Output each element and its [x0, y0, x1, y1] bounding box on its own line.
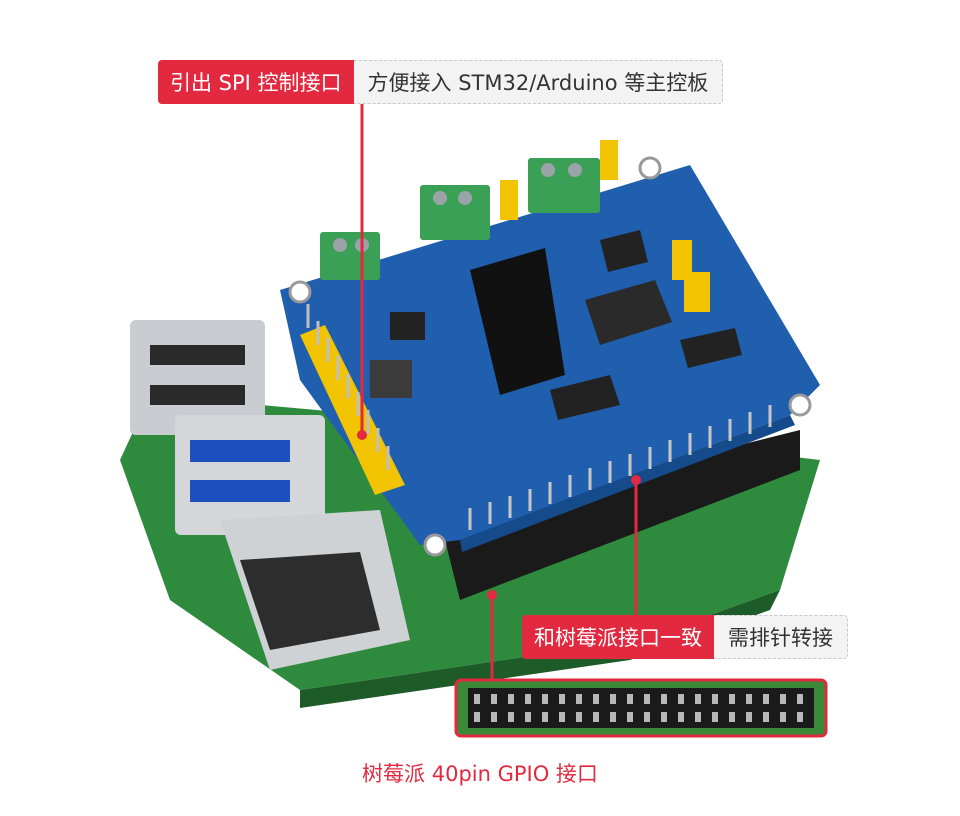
spi-callout: 引出 SPI 控制接口 方便接入 STM32/Arduino 等主控板 [158, 60, 724, 104]
spi-callout-note: 方便接入 STM32/Arduino 等主控板 [353, 60, 724, 104]
ethernet-port [220, 510, 410, 670]
gpio-callout-note: 需排针转接 [714, 615, 848, 659]
stacking-header [440, 430, 800, 600]
gpio-inset-photo [454, 678, 828, 738]
gpio-callout: 和树莓派接口一致 需排针转接 [522, 615, 848, 659]
leader-lines [357, 104, 641, 680]
usb-ports [130, 320, 325, 535]
screw-terminals [320, 158, 600, 280]
gpio-pins [468, 405, 772, 530]
chips [370, 230, 742, 420]
spi-header [300, 304, 405, 495]
gpio-callout-label: 和树莓派接口一致 [522, 615, 714, 659]
spi-callout-label: 引出 SPI 控制接口 [158, 60, 354, 104]
jumpers [500, 140, 710, 312]
gpio-caption: 树莓派 40pin GPIO 接口 [362, 762, 598, 786]
